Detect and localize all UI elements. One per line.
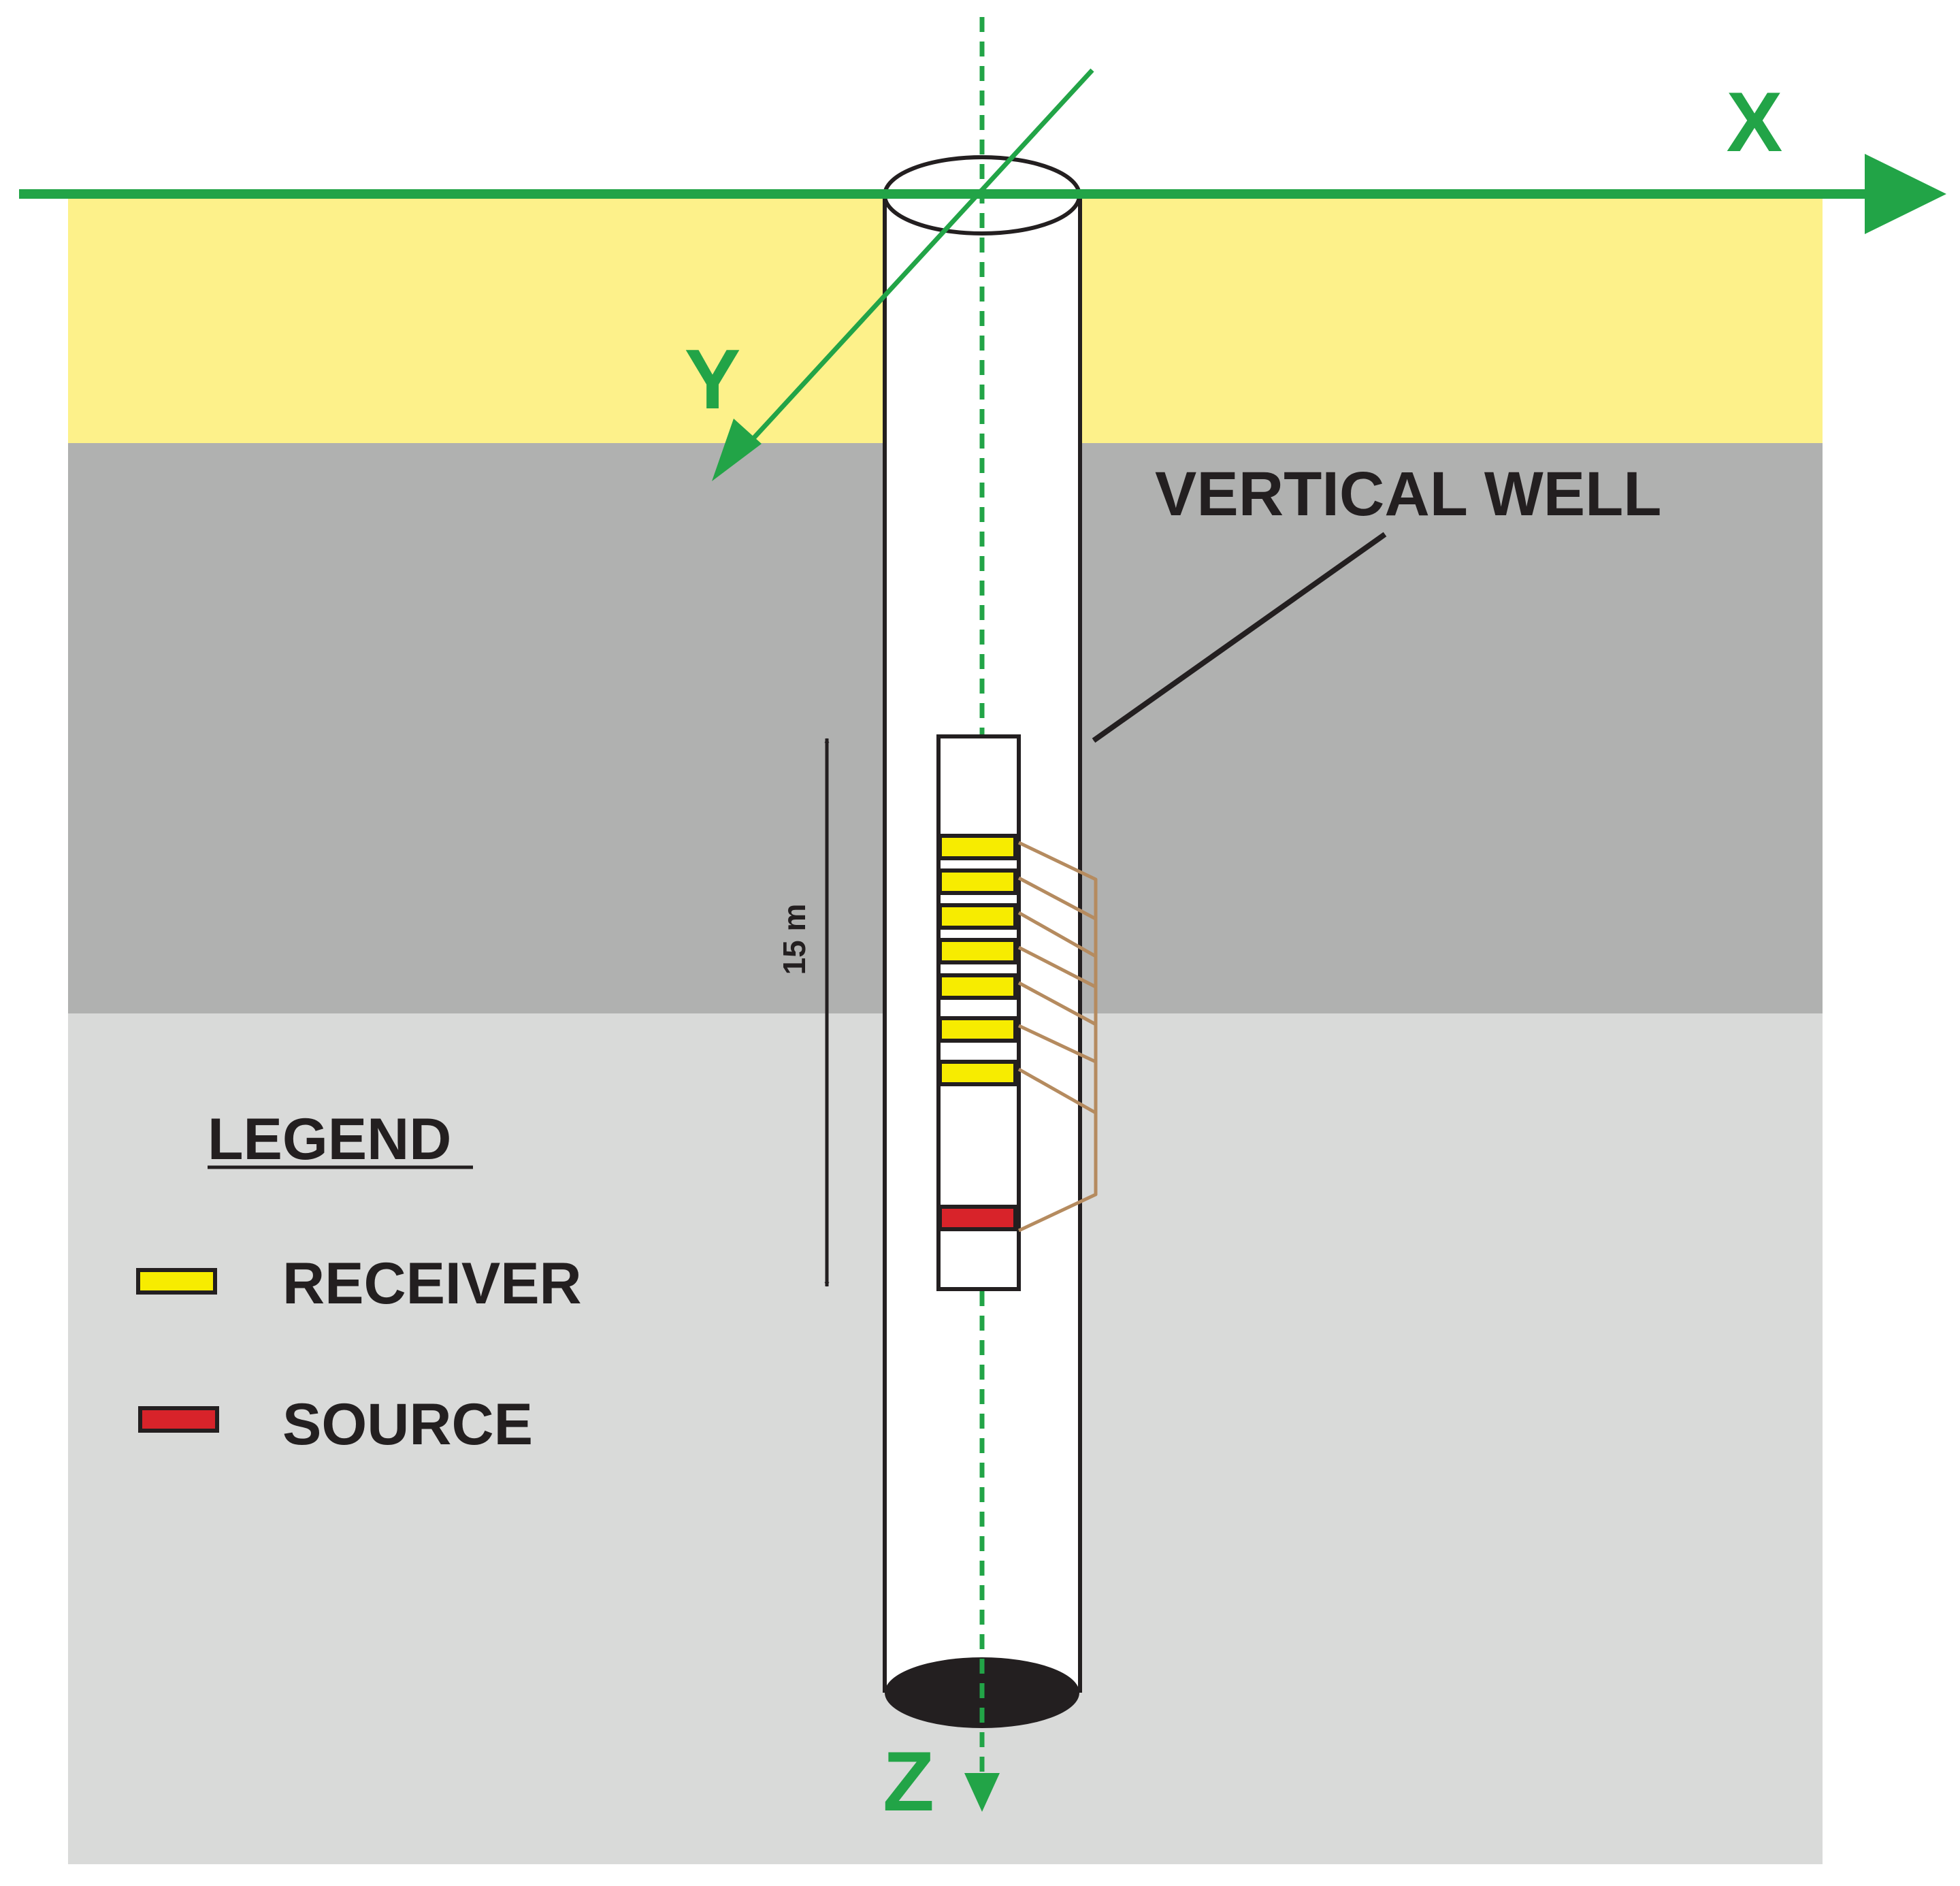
legend-title: LEGEND bbox=[208, 1107, 451, 1172]
y-axis-arrowhead bbox=[712, 419, 762, 481]
legend-receiver-label: RECEIVER bbox=[282, 1251, 582, 1316]
z-axis-label: Z bbox=[883, 1735, 934, 1829]
dimension-label: 15 m bbox=[777, 904, 812, 975]
legend-source-swatch bbox=[138, 1406, 219, 1433]
tool-string bbox=[936, 734, 1021, 1291]
receiver bbox=[938, 834, 1017, 860]
legend: LEGEND RECEIVER SOURCE bbox=[136, 1107, 582, 1457]
well-label: VERTICAL WELL bbox=[1155, 459, 1662, 529]
receiver bbox=[938, 938, 1017, 964]
legend-receiver-swatch bbox=[136, 1268, 217, 1295]
receiver bbox=[938, 973, 1017, 1000]
source bbox=[938, 1205, 1017, 1231]
legend-source-label: SOURCE bbox=[282, 1392, 533, 1457]
y-axis-line bbox=[736, 68, 1094, 457]
receiver-array bbox=[938, 834, 1017, 1086]
receiver bbox=[938, 903, 1017, 930]
well-callout-arrow bbox=[1092, 532, 1387, 743]
x-axis-arrowhead bbox=[1865, 154, 1946, 234]
receiver bbox=[938, 868, 1017, 895]
z-axis-arrowhead bbox=[964, 1773, 1000, 1812]
x-axis-label: X bbox=[1727, 76, 1783, 169]
sensor-cables bbox=[1017, 841, 1098, 1233]
receiver bbox=[938, 1016, 1017, 1043]
y-axis-label: Y bbox=[685, 333, 741, 427]
receiver bbox=[938, 1060, 1017, 1086]
